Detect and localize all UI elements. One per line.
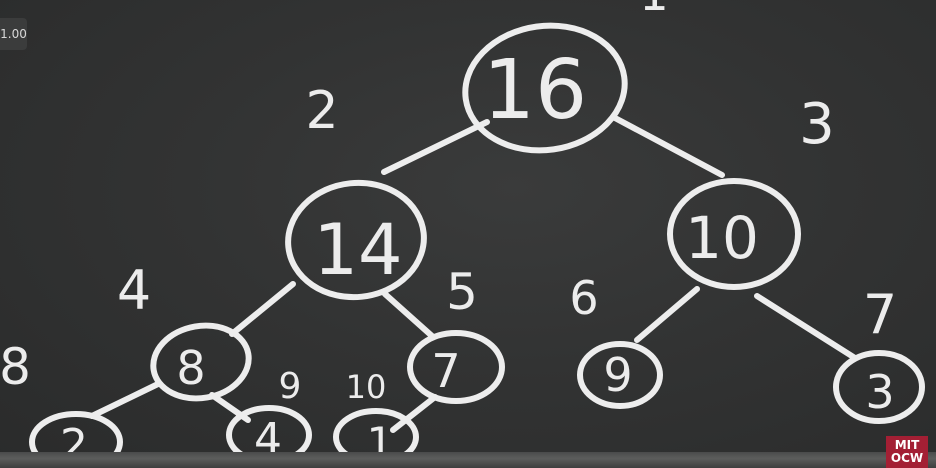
edge-3-7 — [754, 293, 858, 361]
node-circle-8 — [29, 411, 123, 468]
logo-line-1: MIT — [894, 438, 920, 452]
node-circle-5 — [407, 330, 505, 404]
node-value-2: 14 — [313, 209, 402, 291]
chalk-ledge — [0, 452, 936, 468]
edge-1-3 — [612, 115, 725, 178]
node-index-4: 4 — [117, 259, 151, 322]
node-value-5: 7 — [431, 344, 460, 398]
node-index-1: 1 — [639, 0, 668, 21]
playback-speed-indicator[interactable]: 1.00 — [0, 18, 27, 50]
edge-4-8 — [89, 381, 161, 419]
edge-1-2 — [381, 119, 490, 175]
node-circle-3 — [667, 178, 801, 290]
edge-2-4 — [229, 281, 296, 337]
node-index-2: 2 — [305, 81, 338, 141]
node-circle-4 — [150, 322, 252, 402]
logo-line-2: OCW — [890, 451, 924, 465]
edge-5-10 — [390, 394, 438, 433]
node-circle-7 — [833, 350, 925, 424]
node-index-7: 7 — [863, 283, 897, 346]
edge-2-5 — [382, 291, 435, 339]
mit-ocw-logo: MIT OCW — [886, 436, 928, 468]
node-index-5: 5 — [446, 263, 478, 321]
node-value-6: 9 — [603, 348, 632, 402]
node-index-9: 9 — [279, 366, 302, 407]
node-circle-1 — [462, 22, 628, 154]
node-value-4: 8 — [176, 341, 205, 395]
node-index-10: 10 — [346, 368, 387, 406]
node-value-3: 10 — [685, 204, 759, 272]
node-circle-6 — [577, 341, 663, 409]
node-index-3: 3 — [799, 92, 835, 157]
node-circle-2 — [285, 179, 427, 301]
node-value-7: 3 — [865, 365, 894, 419]
edge-3-6 — [634, 286, 700, 343]
node-index-8: 8 — [0, 338, 31, 396]
node-value-1: 16 — [483, 43, 587, 138]
node-index-6: 6 — [569, 271, 598, 325]
